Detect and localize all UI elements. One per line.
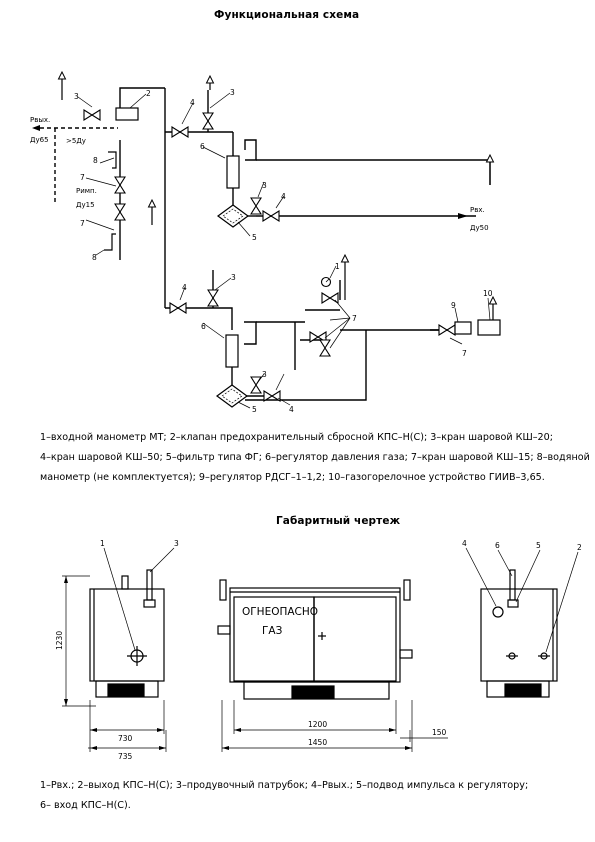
scheme-legend: 1–входной манометр МТ; 2–клапан предохра… <box>40 428 590 488</box>
regulator-2 <box>225 334 239 368</box>
callout-4: 4 <box>190 98 195 107</box>
scheme-title: Функциональная схема <box>214 9 360 21</box>
label-dn15: Ду15 <box>76 201 95 209</box>
label-dn50: Ду50 <box>470 224 489 232</box>
front-view-left <box>89 569 165 698</box>
front-view-center <box>217 579 413 700</box>
label-five-dn: >5Ду <box>66 137 86 145</box>
callout-6: 6 <box>200 142 205 151</box>
callout-8: 8 <box>92 253 97 262</box>
callout-7: 7 <box>80 173 85 182</box>
dim-730: 730 <box>118 734 133 743</box>
scheme-callouts: 3 2 3 4 6 3 4 5 8 7 7 8 1 3 4 6 7 3 5 4 … <box>74 88 493 414</box>
dim-height: 1230 <box>55 631 64 650</box>
dim-callout-4: 4 <box>462 539 467 548</box>
dim-callout-5: 5 <box>536 541 541 550</box>
callout-10: 10 <box>483 289 493 298</box>
callout-3: 3 <box>74 92 79 101</box>
callout-4: 4 <box>281 192 286 201</box>
regulator-1 <box>226 155 240 189</box>
callout-3: 3 <box>230 88 235 97</box>
callout-6: 6 <box>201 322 206 331</box>
dim-1200: 1200 <box>308 720 327 729</box>
inlet-arrow <box>458 213 468 219</box>
dim-callout-1: 1 <box>100 539 105 548</box>
callout-4: 4 <box>182 283 187 292</box>
dimension-legend-line: 6– вход КПС–Н(С). <box>40 800 131 811</box>
dim-callout-3: 3 <box>174 539 179 548</box>
dim-callout-6: 6 <box>495 541 500 550</box>
rdsg-regulator <box>454 321 472 335</box>
vent-arrows <box>58 71 497 320</box>
leader-lines <box>77 92 491 409</box>
scheme-legend-line: 1–входной манометр МТ; 2–клапан предохра… <box>40 432 553 443</box>
callout-9: 9 <box>451 301 456 310</box>
pipe-lines <box>40 87 491 401</box>
callout-3: 3 <box>262 370 267 379</box>
dim-735: 735 <box>118 752 133 761</box>
burner-device <box>477 319 501 336</box>
callout-3: 3 <box>262 181 267 190</box>
label-dn65: Ду65 <box>30 136 49 144</box>
label-p-out: Рвых. <box>30 116 50 124</box>
callout-8: 8 <box>93 156 98 165</box>
dimension-legend: 1–Рвх.; 2–выход КПС–Н(С); 3–продувочный … <box>40 776 565 816</box>
scheme-legend-line: 4–кран шаровой КШ–50; 5–фильтр типа ФГ; … <box>40 452 590 463</box>
outlet-arrow <box>32 125 40 131</box>
callout-4: 4 <box>289 405 294 414</box>
filter-2 <box>215 384 249 408</box>
valves <box>83 109 456 402</box>
callout-7: 7 <box>352 314 357 323</box>
dim-callout-2: 2 <box>577 543 582 552</box>
dim-150: 150 <box>432 728 447 737</box>
label-p-imp: Римп. <box>76 187 97 195</box>
dimension-drawing-title: Габаритный чертеж <box>276 515 401 527</box>
side-view-right <box>480 569 558 698</box>
dimension-legend-line: 1–Рвх.; 2–выход КПС–Н(С); 3–продувочный … <box>40 780 529 791</box>
label-p-in: Рвх. <box>470 206 485 214</box>
callout-5: 5 <box>252 405 257 414</box>
relief-valve-box <box>115 107 139 121</box>
dimension-arrows <box>64 576 412 750</box>
callout-3: 3 <box>231 273 236 282</box>
dimension-lines <box>62 547 579 752</box>
callout-2: 2 <box>146 89 151 98</box>
dim-1450: 1450 <box>308 738 327 747</box>
door-warning-line2: ГАЗ <box>262 625 283 637</box>
callout-7: 7 <box>462 349 467 358</box>
filter-1 <box>216 204 250 228</box>
scheme-legend-line: манометр (не комплектуется); 9–регулятор… <box>40 472 545 483</box>
callout-7: 7 <box>80 219 85 228</box>
callout-5: 5 <box>252 233 257 242</box>
dimension-callouts: 1 3 4 6 5 2 <box>100 539 582 552</box>
callout-1: 1 <box>335 262 340 271</box>
door-warning-line1: ОГНЕОПАСНО <box>242 606 318 618</box>
